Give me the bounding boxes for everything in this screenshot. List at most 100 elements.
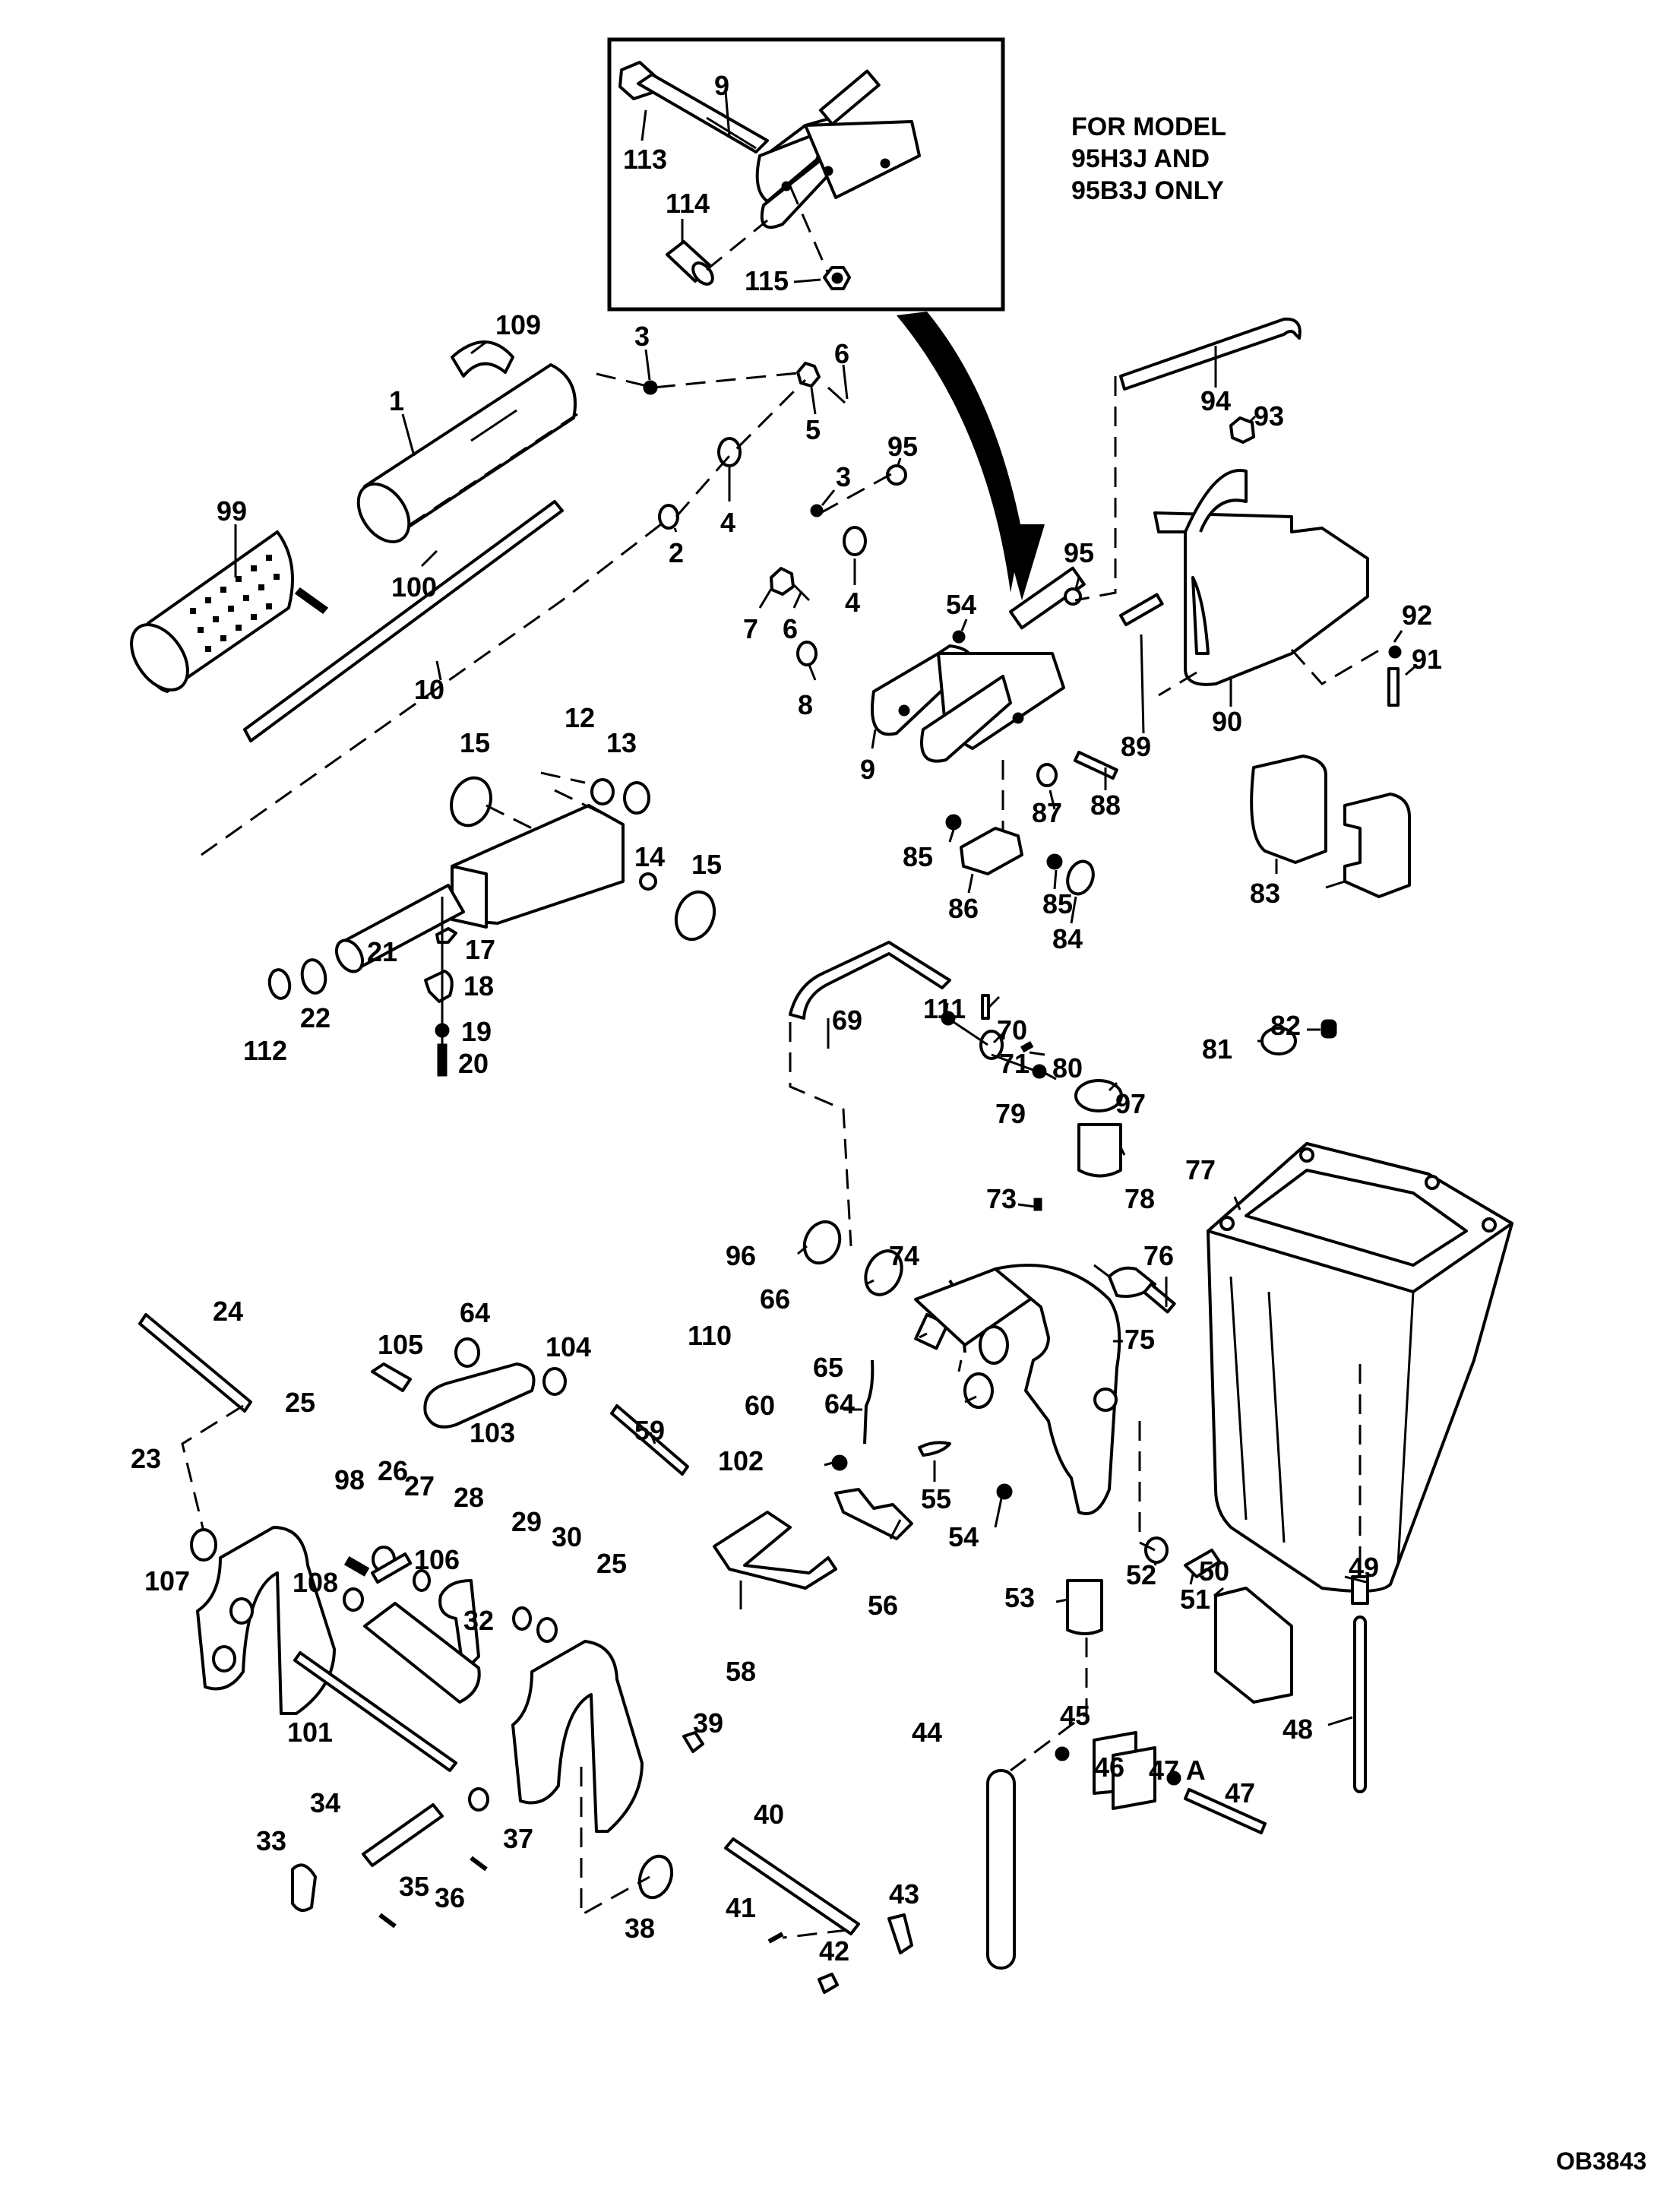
label-69: 69: [832, 1005, 862, 1036]
label-25-b: 25: [596, 1548, 627, 1579]
part-38-washer: [637, 1854, 674, 1900]
label-42: 42: [819, 1935, 849, 1967]
label-104: 104: [546, 1331, 591, 1362]
part-74-clamp: [1108, 1266, 1156, 1298]
label-49: 49: [1349, 1552, 1379, 1583]
label-43: 43: [889, 1878, 919, 1910]
part-41-cotter: [767, 1932, 784, 1944]
part-64-washer: [454, 1337, 480, 1368]
part-91-bolt: [1387, 667, 1400, 707]
label-82: 82: [1270, 1010, 1301, 1041]
inset-label-113: 113: [623, 144, 667, 175]
part-103-link: [423, 1362, 536, 1429]
assembly-line: [201, 523, 662, 856]
label-46: 46: [1094, 1752, 1124, 1783]
label-71: 71: [999, 1048, 1030, 1079]
part-37-screw: [468, 1787, 489, 1812]
part-12-nut: [590, 778, 615, 805]
part-18-lever: [424, 970, 454, 1003]
label-7: 7: [743, 613, 758, 644]
label-27: 27: [404, 1470, 435, 1502]
label-37: 37: [503, 1823, 533, 1854]
label-108: 108: [293, 1567, 338, 1598]
label-60: 60: [745, 1390, 775, 1421]
part-labels: 109 3 6 1 5 99 4 2 100 10 3 95 4 7 6 54 …: [131, 309, 1442, 1967]
label-4: 4: [720, 507, 735, 538]
label-102: 102: [718, 1445, 764, 1476]
label-44: 44: [912, 1717, 942, 1748]
part-113-bolt: [618, 61, 769, 153]
part-43-lock: [887, 1913, 913, 1954]
label-54: 54: [946, 589, 976, 620]
label-30: 30: [552, 1521, 582, 1552]
model-note-line-3: 95B3J ONLY: [1071, 176, 1224, 205]
label-59: 59: [634, 1415, 665, 1446]
label-54-b: 54: [948, 1521, 979, 1552]
label-110: 110: [688, 1320, 732, 1351]
label-6: 6: [834, 338, 849, 369]
part-3-ball-b: [810, 504, 824, 517]
callout-arrow: [897, 312, 1022, 593]
label-29: 29: [511, 1506, 542, 1537]
label-95: 95: [887, 431, 918, 462]
part-29-washer: [512, 1606, 532, 1631]
part-50-pad: [1214, 1587, 1293, 1704]
part-60-spring: [863, 1359, 875, 1445]
part-89-stud: [1118, 593, 1164, 627]
label-103: 103: [470, 1417, 515, 1448]
label-5: 5: [805, 414, 821, 445]
part-104-bushing: [542, 1367, 567, 1396]
label-34: 34: [310, 1787, 340, 1818]
part-83-cover-set: [1250, 755, 1411, 898]
label-70: 70: [997, 1014, 1027, 1046]
part-49-grommet: [1351, 1575, 1369, 1605]
part-5-knob: [796, 362, 821, 388]
part-64-washer-b: [963, 1372, 994, 1409]
label-79: 79: [995, 1098, 1026, 1129]
assembly-line: [1290, 644, 1387, 685]
label-9: 9: [860, 754, 875, 785]
part-25-clamp-bracket: [196, 1526, 336, 1715]
part-90-housing: [1153, 469, 1369, 686]
label-94: 94: [1200, 385, 1231, 416]
part-32-housing: [363, 1602, 481, 1704]
label-93: 93: [1254, 400, 1284, 432]
part-27-washer: [413, 1569, 431, 1592]
label-40: 40: [754, 1799, 784, 1830]
part-10-rod: [243, 500, 564, 742]
label-55: 55: [921, 1483, 951, 1514]
part-4-washer: [717, 437, 742, 467]
part-99-grip: [130, 530, 294, 693]
label-1: 1: [389, 385, 404, 416]
part-36-pin: [470, 1856, 488, 1872]
label-26: 26: [378, 1455, 408, 1486]
part-8-screw: [796, 641, 818, 666]
label-14: 14: [634, 841, 665, 872]
part-84-ring: [1066, 859, 1095, 896]
part-93-nut: [1229, 416, 1255, 444]
part-3-ball: [643, 380, 658, 395]
label-76: 76: [1143, 1240, 1174, 1271]
label-50: 50: [1199, 1555, 1229, 1587]
label-41: 41: [726, 1892, 756, 1923]
label-6-b: 6: [783, 613, 798, 644]
label-96: 96: [726, 1240, 756, 1271]
label-32: 32: [463, 1605, 494, 1636]
part-20-screw: [437, 1043, 448, 1077]
label-36: 36: [435, 1882, 465, 1913]
part-51-screw: [1184, 1549, 1221, 1578]
part-15-washer: [450, 776, 492, 828]
label-85-b: 85: [1042, 888, 1073, 919]
label-22: 22: [300, 1002, 331, 1033]
label-13: 13: [606, 727, 637, 758]
label-4-b: 4: [845, 587, 860, 618]
part-17-key: [435, 927, 457, 944]
label-12: 12: [565, 702, 595, 733]
label-10: 10: [414, 674, 444, 705]
part-7-knob: [770, 567, 795, 596]
label-98: 98: [334, 1464, 365, 1495]
label-18: 18: [463, 970, 494, 1002]
part-33-cam: [291, 1863, 317, 1912]
label-84: 84: [1052, 923, 1083, 954]
label-2: 2: [669, 537, 684, 568]
